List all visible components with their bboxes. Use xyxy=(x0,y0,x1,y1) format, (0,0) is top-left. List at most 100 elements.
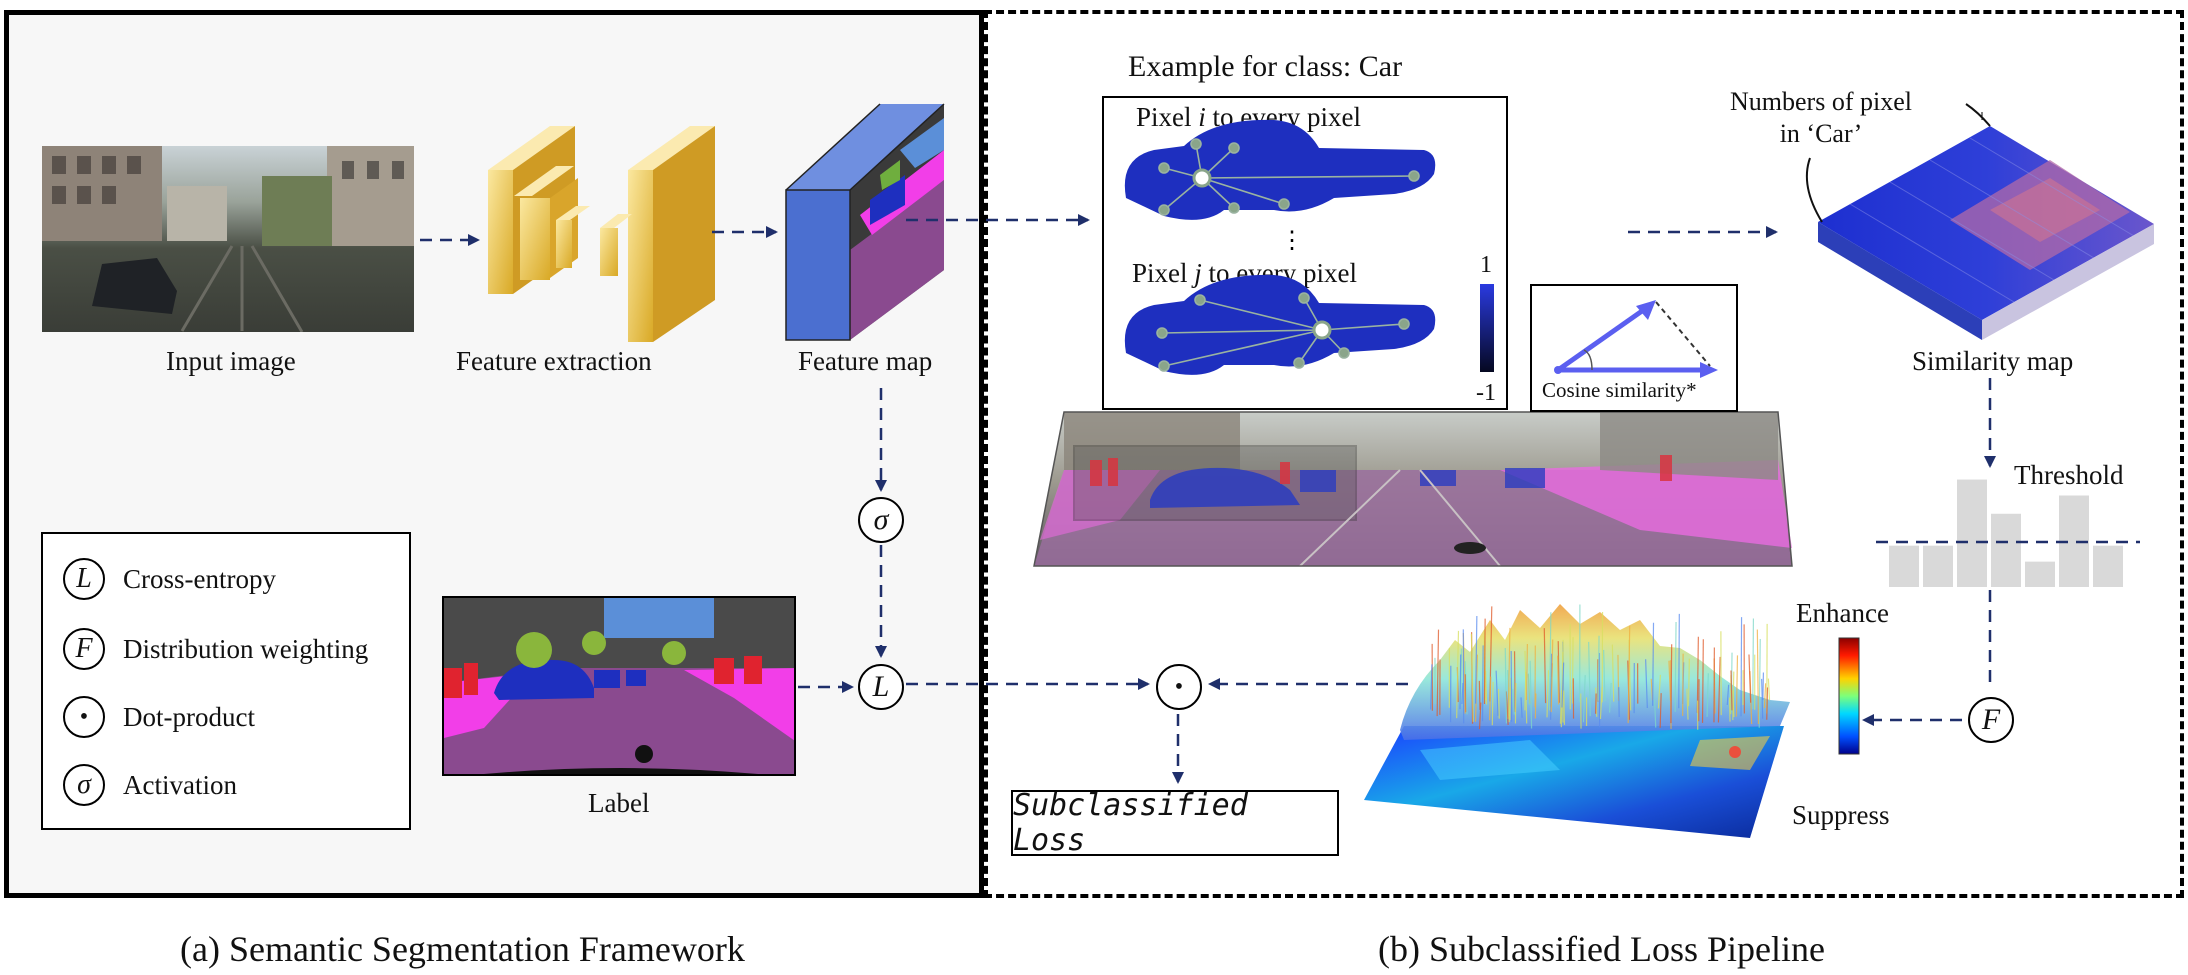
threshold-label: Threshold xyxy=(2014,460,2124,490)
surface-spike xyxy=(1436,629,1440,717)
surface-spike xyxy=(1657,674,1661,709)
surface-spike xyxy=(1561,662,1565,708)
surface-spike xyxy=(1430,664,1433,710)
surface-spike xyxy=(1525,643,1528,701)
legend-item-activation: σ Activation xyxy=(63,764,237,806)
surface-spike xyxy=(1483,618,1486,705)
surface-spike xyxy=(1470,633,1474,722)
surface-spike xyxy=(1582,675,1586,723)
vertical-ellipsis: ⋮ xyxy=(1280,228,1304,254)
surface-spike xyxy=(1563,690,1566,725)
distribution-weighting-operator-F: F xyxy=(1968,697,2014,743)
surface-spike xyxy=(1758,638,1761,728)
panel-b-frame xyxy=(984,10,2184,898)
surface-spike xyxy=(1748,654,1752,703)
surface-spike xyxy=(1686,688,1689,720)
surface-spike xyxy=(1497,689,1500,719)
input-image-label: Input image xyxy=(166,346,296,376)
surface-spike xyxy=(1524,671,1527,711)
surface-spike xyxy=(1762,672,1765,701)
surface-spike xyxy=(1464,661,1468,715)
cosine-label: Cosine similarity* xyxy=(1542,378,1697,402)
surface-spike xyxy=(1508,677,1512,723)
legend-text-activation: Activation xyxy=(123,769,237,800)
surface-spike xyxy=(1608,682,1612,713)
surface-spike xyxy=(1543,628,1547,704)
surface-spike xyxy=(1767,678,1771,701)
surface-spike xyxy=(1478,680,1481,710)
surface-spike xyxy=(1730,670,1733,711)
colorbar-min: -1 xyxy=(1476,380,1496,406)
dot-product-operator: • xyxy=(1156,664,1202,710)
legend-box: L Cross-entropy F Distribution weighting… xyxy=(41,532,411,830)
pixel-j-prefix: Pixel xyxy=(1132,258,1195,288)
pixel-i-var: i xyxy=(1198,102,1206,132)
surface-spike xyxy=(1478,702,1482,730)
loss-operator-L: L xyxy=(858,664,904,710)
surface-spike xyxy=(1495,670,1499,716)
sigma-operator: σ xyxy=(858,497,904,543)
surface-spike xyxy=(1461,682,1464,705)
surface-spike xyxy=(1670,644,1673,724)
surface-spike xyxy=(1659,693,1662,728)
cosine-similarity-box: Cosine similarity* xyxy=(1530,284,1738,412)
surface-spike xyxy=(1752,618,1755,710)
legend-text-dot-product: Dot-product xyxy=(123,701,255,732)
surface-spike xyxy=(1549,612,1552,711)
surface-spike xyxy=(1756,629,1760,724)
label-image xyxy=(442,596,796,776)
car-similarity-graphics: ⋮ xyxy=(1124,119,1494,375)
surface-spike xyxy=(1766,687,1769,720)
surface-spike xyxy=(1652,622,1655,706)
panel-b-caption: (b) Subclassified Loss Pipeline xyxy=(1378,929,1825,969)
surface-spike xyxy=(1761,678,1764,719)
surface-spike xyxy=(1557,641,1560,703)
feature-map-label: Feature map xyxy=(798,346,933,376)
legend-text-distribution-weighting: Distribution weighting xyxy=(123,633,369,664)
surface-spike xyxy=(1588,641,1591,717)
surface-spike xyxy=(1726,684,1730,706)
surface-spike xyxy=(1603,649,1606,702)
legend-item-cross-entropy: L Cross-entropy xyxy=(63,558,276,600)
legend-symbol-sigma: σ xyxy=(63,764,105,806)
surface-spike xyxy=(1696,636,1699,713)
example-title: Example for class: Car xyxy=(1128,50,1403,83)
surface-spike xyxy=(1491,681,1494,726)
legend-item-dot-product: • Dot-product xyxy=(63,696,255,738)
surface-spike xyxy=(1527,673,1530,705)
surface-spike xyxy=(1481,645,1484,722)
similarity-map-label: Similarity map xyxy=(1912,346,2074,376)
numbers-of-pixel-line1: Numbers of pixel xyxy=(1730,87,1912,116)
cosine-vectors xyxy=(1554,300,1718,378)
pixel-i-prefix: Pixel xyxy=(1136,102,1199,132)
colorbar-max: 1 xyxy=(1480,252,1492,278)
surface-spike xyxy=(1504,647,1508,724)
surface-spike xyxy=(1520,697,1523,718)
surface-spike xyxy=(1668,660,1672,701)
histogram-bar xyxy=(1989,511,2023,590)
surface-spike xyxy=(1459,654,1462,710)
numbers-of-pixel-line2: in ‘Car’ xyxy=(1779,119,1863,148)
surface-spike xyxy=(1706,673,1709,717)
surface-spike xyxy=(1557,655,1560,705)
surface-spike xyxy=(1740,617,1743,717)
panel-a-caption: (a) Semantic Segmentation Framework xyxy=(180,929,745,969)
surface-spike xyxy=(1599,687,1603,720)
label-caption: Label xyxy=(588,788,650,818)
legend-symbol-dot: • xyxy=(63,696,105,738)
surface-spike xyxy=(1534,693,1537,719)
surface-spike xyxy=(1611,644,1615,702)
input-image xyxy=(42,146,414,332)
surface-spike xyxy=(1474,654,1479,722)
surface-spike xyxy=(1678,613,1680,709)
surface-spike xyxy=(1645,659,1648,709)
legend-symbol-L: L xyxy=(63,558,105,600)
example-box: Pixel i to every pixel Pixel j to every … xyxy=(1102,96,1508,410)
